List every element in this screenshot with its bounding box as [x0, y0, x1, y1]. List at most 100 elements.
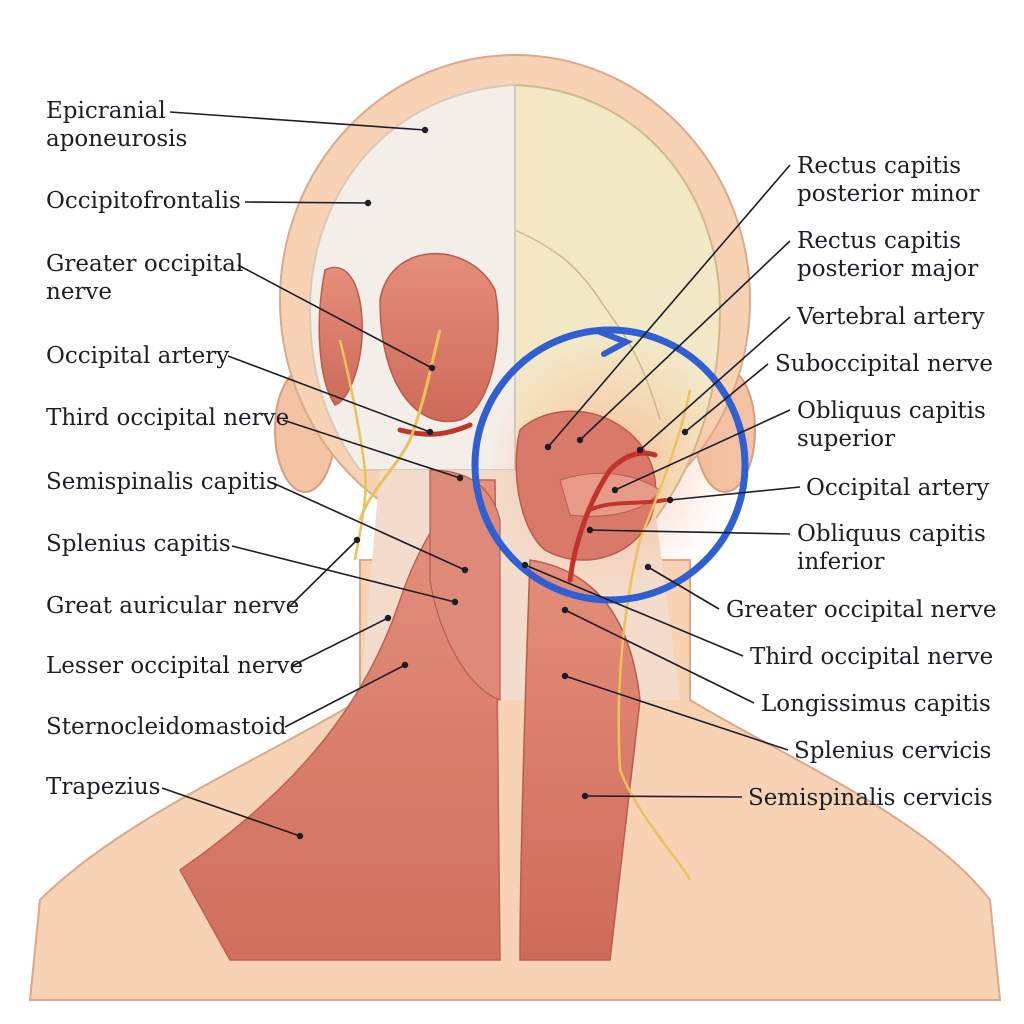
leader-dot-lesser-occipital-nerve: [384, 614, 392, 622]
leader-dot-occipitofrontalis: [364, 199, 372, 207]
label-suboccipital-nerve: Suboccipital nerve: [775, 350, 993, 378]
leader-longissimus-capitis: [564, 609, 755, 704]
leader-obliquus-capitis-inferior: [589, 529, 791, 535]
label-epicranial-aponeurosis-line-0: Epicranial: [46, 98, 166, 124]
leader-greater-occipital-nerve-right: [647, 566, 720, 610]
label-semispinalis-capitis-line-0: Semispinalis capitis: [46, 469, 278, 495]
leader-dot-rectus-capitis-posterior-major: [576, 436, 584, 444]
leader-occipital-artery-right: [669, 486, 801, 501]
leader-third-occipital-nerve-left: [282, 419, 461, 479]
leader-lines: [161, 111, 801, 840]
leader-dot-vertebral-artery: [636, 446, 644, 454]
label-occipital-artery-right-line-0: Occipital artery: [806, 475, 990, 501]
label-sternocleidomastoid: Sternocleidomastoid: [46, 713, 287, 741]
leader-occipitofrontalis: [244, 201, 369, 204]
label-third-occipital-nerve-right-line-0: Third occipital nerve: [750, 644, 994, 670]
leader-splenius-cervicis: [564, 675, 789, 751]
leader-dot-third-occipital-nerve-left: [456, 474, 464, 482]
label-rectus-capitis-posterior-major-line-1: posterior major: [797, 256, 979, 282]
label-vertebral-artery-line-0: Vertebral artery: [797, 304, 985, 330]
leader-dot-greater-occipital-nerve-right: [644, 563, 652, 571]
label-suboccipital-nerve-line-0: Suboccipital nerve: [775, 351, 993, 377]
leader-third-occipital-nerve-right: [524, 564, 744, 657]
label-splenius-capitis: Splenius capitis: [46, 530, 231, 558]
leader-dot-sternocleidomastoid: [401, 661, 409, 669]
vertebral-artery-path: [567, 450, 658, 583]
label-third-occipital-nerve-right: Third occipital nerve: [750, 643, 993, 671]
leader-rectus-capitis-posterior-major: [579, 240, 791, 441]
label-vertebral-artery: Vertebral artery: [797, 303, 985, 331]
leader-dot-obliquus-capitis-inferior: [586, 526, 594, 534]
leader-dot-suboccipital-nerve: [681, 428, 689, 436]
leader-great-auricular-nerve: [289, 539, 358, 607]
leader-obliquus-capitis-superior: [614, 409, 791, 491]
label-lesser-occipital-nerve-line-0: Lesser occipital nerve: [46, 653, 304, 679]
leader-dot-greater-occipital-nerve-left: [428, 364, 436, 372]
leader-semispinalis-cervicis: [584, 795, 743, 798]
leader-lesser-occipital-nerve: [291, 617, 389, 667]
label-obliquus-capitis-inferior-line-1: inferior: [797, 549, 885, 575]
leader-vertebral-artery: [639, 316, 791, 451]
label-epicranial-aponeurosis-line-1: aponeurosis: [46, 126, 188, 152]
leader-trapezius: [161, 787, 301, 837]
label-sternocleidomastoid-line-0: Sternocleidomastoid: [46, 714, 287, 740]
leader-rectus-capitis-posterior-minor: [547, 164, 791, 448]
label-semispinalis-capitis: Semispinalis capitis: [46, 468, 278, 496]
label-trapezius-line-0: Trapezius: [46, 774, 161, 800]
label-occipitofrontalis: Occipitofrontalis: [46, 187, 241, 215]
leader-dot-splenius-capitis: [451, 598, 459, 606]
label-rectus-capitis-posterior-minor-line-0: Rectus capitis: [797, 153, 962, 179]
leader-dot-semispinalis-cervicis: [581, 792, 589, 800]
leader-dot-third-occipital-nerve-right: [521, 561, 529, 569]
leader-splenius-capitis: [231, 545, 456, 603]
label-third-occipital-nerve-left-line-0: Third occipital nerve: [46, 405, 290, 431]
label-occipitofrontalis-line-0: Occipitofrontalis: [46, 188, 241, 214]
leader-occipital-artery-left: [227, 355, 431, 433]
label-semispinalis-cervicis-line-0: Semispinalis cervicis: [748, 785, 993, 811]
label-obliquus-capitis-superior-line-0: Obliquus capitis: [797, 398, 986, 424]
label-longissimus-capitis-line-0: Longissimus capitis: [761, 691, 991, 717]
label-greater-occipital-nerve-right-line-0: Greater occipital nerve: [726, 597, 997, 623]
label-obliquus-capitis-superior-line-1: superior: [797, 426, 896, 452]
leader-semispinalis-capitis: [272, 482, 466, 571]
label-splenius-cervicis-line-0: Splenius cervicis: [794, 738, 992, 764]
right-nerve-path: [617, 389, 692, 881]
label-occipital-artery-left: Occipital artery: [46, 342, 229, 370]
label-splenius-cervicis: Splenius cervicis: [794, 737, 991, 765]
label-third-occipital-nerve-left: Third occipital nerve: [46, 404, 289, 432]
leader-dot-splenius-cervicis: [561, 672, 569, 680]
leader-dot-obliquus-capitis-superior: [611, 486, 619, 494]
label-obliquus-capitis-inferior-line-0: Obliquus capitis: [797, 521, 986, 547]
label-longissimus-capitis: Longissimus capitis: [761, 690, 991, 718]
label-trapezius: Trapezius: [46, 773, 160, 801]
label-occipital-artery-left-line-0: Occipital artery: [46, 343, 230, 369]
leader-sternocleidomastoid: [284, 664, 406, 728]
leader-dot-rectus-capitis-posterior-minor: [544, 443, 552, 451]
label-lesser-occipital-nerve: Lesser occipital nerve: [46, 652, 303, 680]
greater-occipital-nerve-path: [358, 329, 442, 521]
label-occipital-artery-right: Occipital artery: [806, 474, 989, 502]
label-greater-occipital-nerve-right: Greater occipital nerve: [726, 596, 997, 624]
leader-dot-great-auricular-nerve: [353, 536, 361, 544]
leader-dot-occipital-artery-left: [426, 428, 434, 436]
leader-epicranial-aponeurosis: [169, 111, 426, 131]
leader-dot-trapezius: [296, 832, 304, 840]
leader-dot-epicranial-aponeurosis: [421, 126, 429, 134]
leader-dot-longissimus-capitis: [561, 606, 569, 614]
semispinalis-capitis-shape: [429, 469, 501, 701]
label-great-auricular-nerve: Great auricular nerve: [46, 592, 299, 620]
label-greater-occipital-nerve-left-line-0: Greater occipital: [46, 251, 244, 277]
label-semispinalis-cervicis: Semispinalis cervicis: [748, 784, 993, 812]
label-rectus-capitis-posterior-major-line-0: Rectus capitis: [797, 228, 962, 254]
label-splenius-capitis-line-0: Splenius capitis: [46, 531, 231, 557]
label-rectus-capitis-posterior-minor-line-1: posterior minor: [797, 181, 980, 207]
label-greater-occipital-nerve-left-line-1: nerve: [46, 279, 113, 305]
